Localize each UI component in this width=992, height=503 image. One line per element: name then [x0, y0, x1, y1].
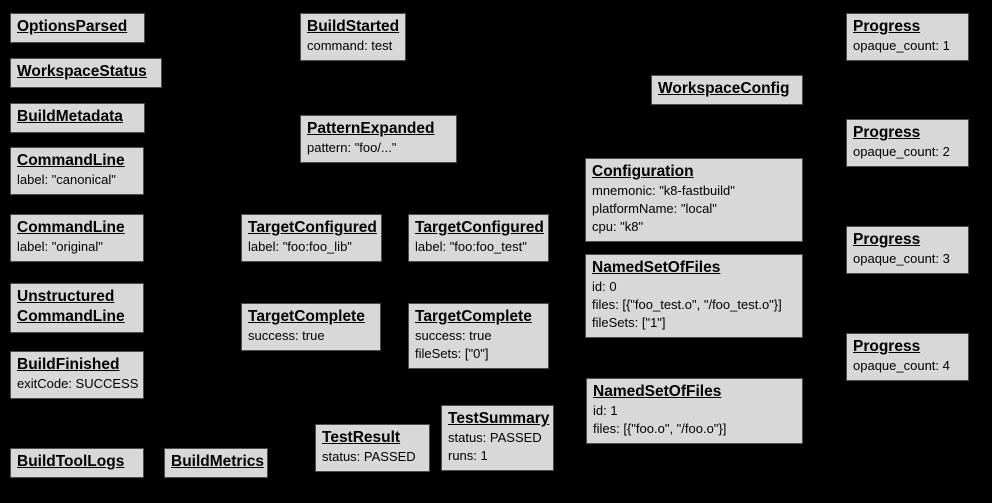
event-title: TestSummary: [448, 410, 550, 427]
event-box-pattern-expanded: PatternExpanded pattern: "foo/...": [300, 115, 457, 163]
event-box-progress-3: Progress opaque_count: 3: [846, 226, 969, 274]
event-box-progress-4: Progress opaque_count: 4: [846, 333, 969, 381]
event-title: Configuration: [592, 163, 694, 180]
event-box-test-summary: TestSummary status: PASSED runs: 1: [441, 405, 554, 471]
event-title: TargetComplete: [415, 308, 532, 325]
event-detail: command: test: [307, 38, 393, 53]
event-detail: opaque_count: 2: [853, 144, 950, 159]
event-title: CommandLine: [17, 219, 125, 236]
event-box-configuration: Configuration mnemonic: "k8-fastbuild" p…: [585, 158, 803, 242]
event-title: TargetConfigured: [248, 219, 377, 236]
event-detail: opaque_count: 3: [853, 251, 950, 266]
event-box-build-metrics: BuildMetrics: [164, 448, 268, 478]
event-title: CommandLine: [17, 152, 125, 169]
event-title: BuildStarted: [307, 18, 400, 35]
event-box-build-tool-logs: BuildToolLogs: [10, 448, 144, 478]
event-detail: exitCode: SUCCESS: [17, 376, 139, 391]
event-box-progress-2: Progress opaque_count: 2: [846, 119, 969, 167]
event-box-progress-1: Progress opaque_count: 1: [846, 13, 969, 61]
event-box-command-line-canonical: CommandLine label: "canonical": [10, 147, 144, 195]
event-detail: success: true: [248, 328, 325, 343]
event-title: BuildToolLogs: [17, 453, 125, 470]
event-detail: label: "foo:foo_lib": [248, 239, 352, 254]
event-title: Progress: [853, 231, 921, 248]
event-title: BuildMetadata: [17, 108, 123, 125]
event-detail: label: "foo:foo_test": [415, 239, 527, 254]
event-detail: pattern: "foo/...": [307, 140, 397, 155]
event-detail: label: "original": [17, 239, 103, 254]
event-title: Progress: [853, 18, 921, 35]
event-title: WorkspaceStatus: [17, 63, 147, 80]
event-box-test-result: TestResult status: PASSED: [315, 424, 430, 472]
event-box-target-complete-foo-test: TargetComplete success: true fileSets: […: [408, 303, 549, 369]
event-detail: id: 1 files: [{"foo.o", "/foo.o"}]: [593, 403, 727, 436]
event-detail: success: true fileSets: ["0"]: [415, 328, 492, 361]
event-title: NamedSetOfFiles: [592, 259, 721, 276]
event-detail: status: PASSED runs: 1: [448, 430, 542, 463]
event-detail: opaque_count: 4: [853, 358, 950, 373]
event-box-build-metadata: BuildMetadata: [10, 103, 145, 133]
event-title: PatternExpanded: [307, 120, 435, 137]
event-box-command-line-original: CommandLine label: "original": [10, 214, 144, 262]
event-title: TargetConfigured: [415, 219, 544, 236]
event-title: Progress: [853, 338, 921, 355]
event-title: Unstructured CommandLine: [17, 288, 125, 325]
event-detail: id: 0 files: [{"foo_test.o", "/foo_test.…: [592, 279, 782, 330]
event-title: TargetComplete: [248, 308, 365, 325]
event-box-target-complete-foo-lib: TargetComplete success: true: [241, 303, 381, 351]
event-box-options-parsed: OptionsParsed: [10, 13, 145, 43]
event-title: Progress: [853, 124, 921, 141]
event-box-unstructured-command-line: Unstructured CommandLine: [10, 283, 144, 333]
event-title: BuildMetrics: [171, 453, 265, 470]
event-box-workspace-config: WorkspaceConfig: [651, 75, 803, 105]
event-box-named-set-of-files-1: NamedSetOfFiles id: 1 files: [{"foo.o", …: [586, 378, 803, 444]
event-detail: opaque_count: 1: [853, 38, 950, 53]
event-box-named-set-of-files-0: NamedSetOfFiles id: 0 files: [{"foo_test…: [585, 254, 803, 338]
event-title: NamedSetOfFiles: [593, 383, 722, 400]
event-box-workspace-status: WorkspaceStatus: [10, 58, 162, 88]
event-title: WorkspaceConfig: [658, 80, 790, 97]
event-box-target-configured-foo-test: TargetConfigured label: "foo:foo_test": [408, 214, 549, 262]
event-box-build-finished: BuildFinished exitCode: SUCCESS: [10, 351, 144, 399]
event-detail: mnemonic: "k8-fastbuild" platformName: "…: [592, 183, 735, 234]
event-title: BuildFinished: [17, 356, 120, 373]
event-detail: status: PASSED: [322, 449, 416, 464]
event-box-target-configured-foo-lib: TargetConfigured label: "foo:foo_lib": [241, 214, 382, 262]
event-title: TestResult: [322, 429, 401, 446]
event-title: OptionsParsed: [17, 18, 128, 35]
event-detail: label: "canonical": [17, 172, 116, 187]
event-box-build-started: BuildStarted command: test: [300, 13, 406, 61]
